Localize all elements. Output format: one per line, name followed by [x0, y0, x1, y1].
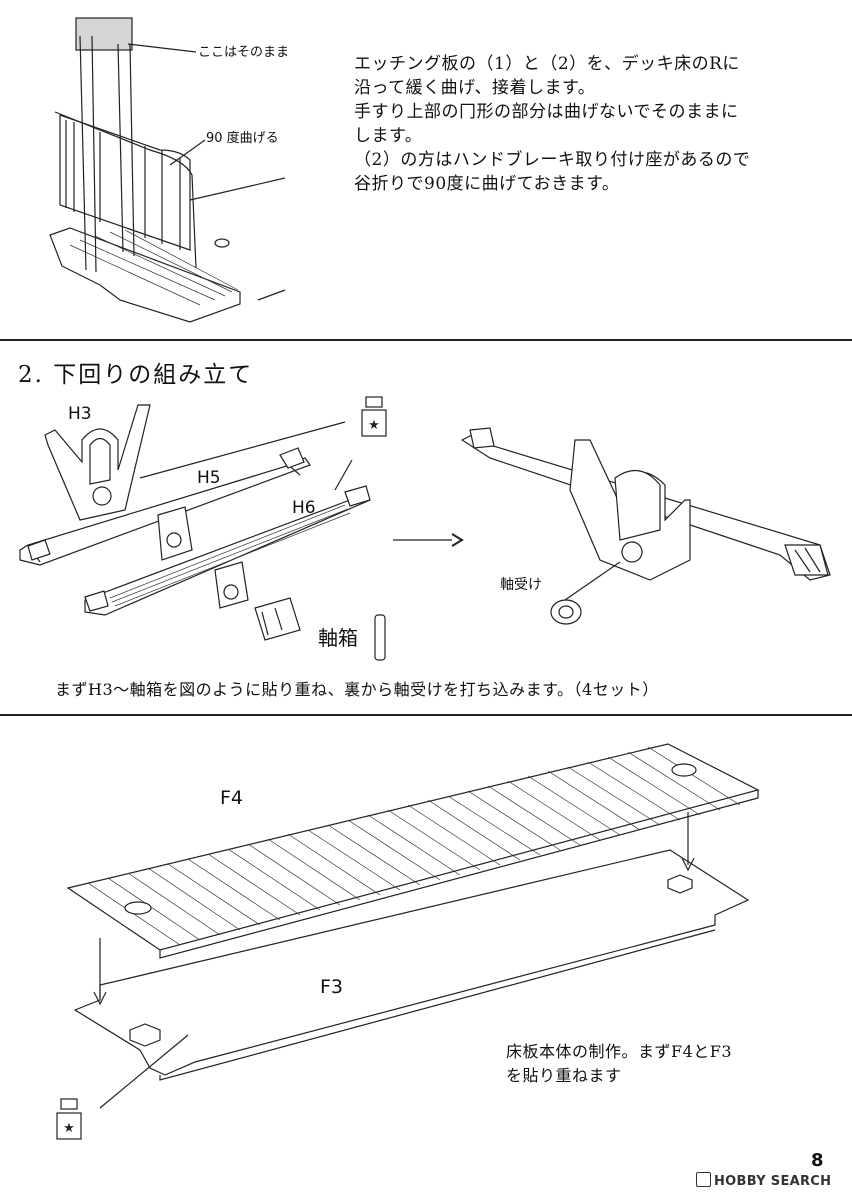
instruction-line: を貼り重ねます: [506, 1066, 622, 1085]
label-h6: H6: [292, 498, 316, 518]
deck-handrail-illustration: [49, 17, 286, 323]
section1-instructions: エッチング板の（1）と（2）を、デッキ床のRに 沿って緩く曲げ、接着します。 手…: [354, 52, 834, 196]
instruction-line: （2）の方はハンドブレーキ取り付け座があるので: [354, 150, 751, 170]
watermark-text: HOBBY SEARCH: [714, 1174, 832, 1189]
callout-bend-label: 90 度曲げる: [206, 131, 279, 146]
label-h5: H5: [197, 468, 221, 488]
label-h3: H3: [68, 404, 92, 424]
section-divider: [0, 339, 852, 341]
label-bearing: 軸受け: [500, 577, 542, 593]
label-axlebox: 軸箱: [318, 626, 358, 650]
svg-text:★: ★: [368, 418, 380, 433]
star-icon: ★: [361, 396, 387, 437]
section2-caption: まずH3〜軸箱を図のように貼り重ね、裏から軸受けを打ち込みます。（4セット）: [55, 680, 659, 699]
hobby-search-logo-icon: [696, 1172, 711, 1187]
callout-keep-label: ここはそのまま: [198, 45, 290, 60]
instruction-line: 谷折りで90度に曲げておきます。: [354, 174, 620, 194]
section2-heading: 2. 下回りの組み立て: [18, 362, 254, 388]
label-f3: F3: [320, 976, 344, 998]
instruction-line: エッチング板の（1）と（2）を、デッキ床のRに: [354, 54, 740, 74]
instruction-line: 沿って緩く曲げ、接着します。: [354, 78, 596, 98]
section-divider: [0, 714, 852, 716]
page-number: 8: [811, 1150, 824, 1171]
svg-text:★: ★: [63, 1121, 75, 1136]
section3-instructions: 床板本体の制作。まずF4とF3 を貼り重ねます: [506, 1040, 806, 1088]
star-icon: ★: [56, 1098, 82, 1140]
instruction-line: 手すり上部の冂形の部分は曲げないでそのままに: [354, 102, 739, 122]
watermark: HOBBY SEARCH: [696, 1172, 831, 1189]
underframe-assembly-illustration: ★: [19, 396, 831, 661]
label-f4: F4: [220, 787, 244, 809]
instruction-line: します。: [354, 126, 423, 146]
instruction-line: 床板本体の制作。まずF4とF3: [506, 1042, 733, 1061]
